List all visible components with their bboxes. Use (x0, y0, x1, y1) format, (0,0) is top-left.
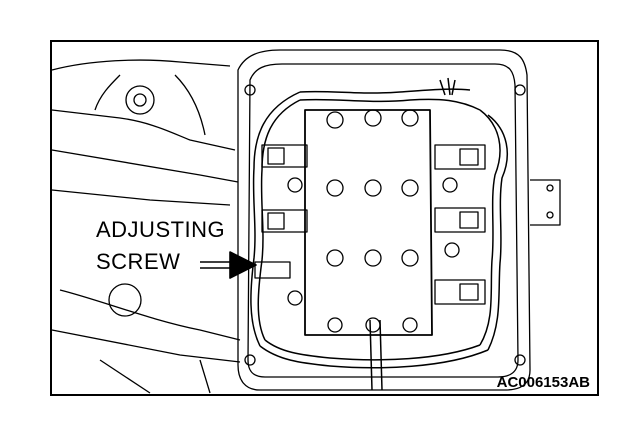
wiring-harness (250, 77, 509, 391)
callout-label-line2: SCREW (96, 249, 181, 274)
callout-label-line1: ADJUSTING (96, 217, 226, 242)
transmission-casing (51, 59, 241, 394)
pointer-arrow (200, 251, 257, 279)
pan-flange (237, 49, 531, 391)
right-bracket (530, 179, 561, 226)
left-solenoids (254, 144, 308, 306)
right-solenoids (434, 144, 486, 305)
valve-body-plate (304, 109, 433, 336)
figure-id: AC006153AB (496, 374, 590, 391)
